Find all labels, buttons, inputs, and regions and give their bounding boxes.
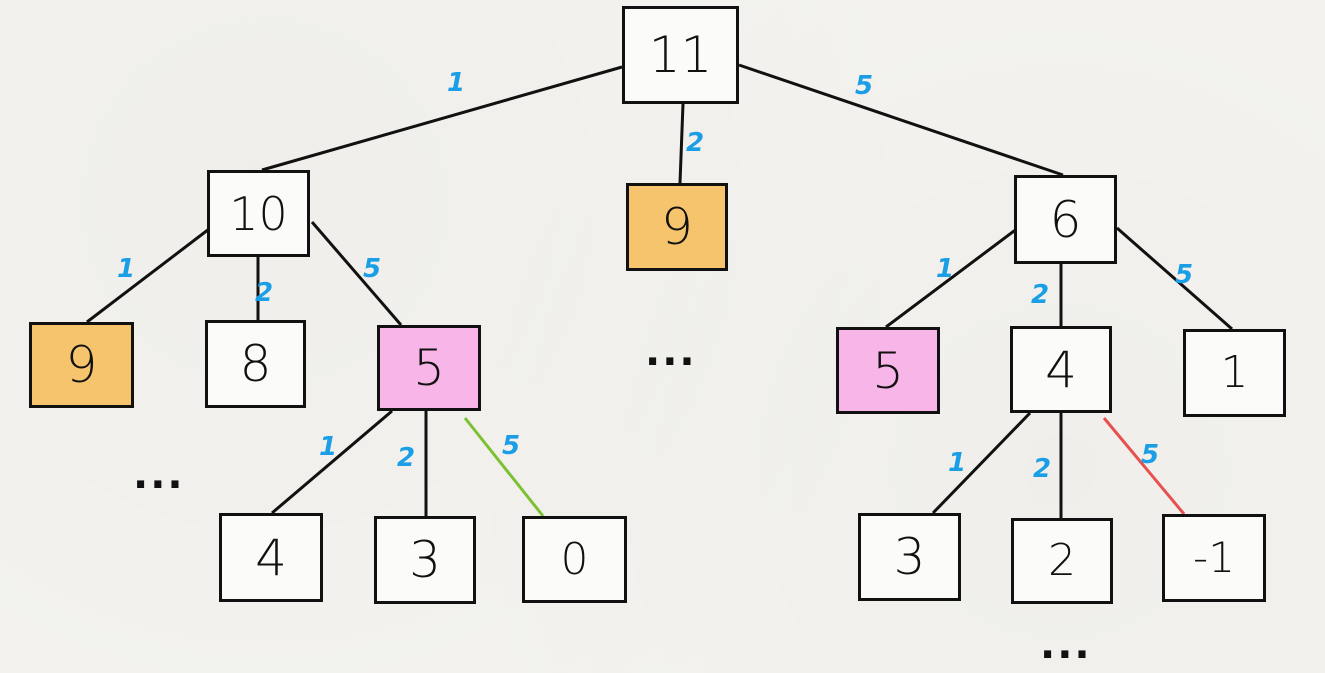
- weight-n4right-n3right: 1: [948, 448, 967, 478]
- edge-root-n6: [738, 63, 1064, 177]
- node-8: 8: [205, 320, 306, 408]
- ellipsis-bottom: ...: [1040, 622, 1092, 668]
- weight-n4right-n2right: 2: [1033, 454, 1052, 484]
- weight-root-n6: 5: [855, 71, 874, 101]
- edge-n10-n9left: [86, 224, 214, 324]
- weight-n5left-n0: 5: [502, 431, 521, 461]
- weight-n10-n8: 2: [255, 278, 274, 308]
- node-4-left: 4: [219, 513, 323, 602]
- weight-n6-n5right: 1: [936, 254, 955, 284]
- edge-n10-n5left: [310, 221, 403, 326]
- node-3-left: 3: [374, 516, 476, 604]
- ellipsis-left: ...: [133, 452, 185, 498]
- weight-n6-n4right: 2: [1031, 280, 1050, 310]
- edge-n6-n1right: [1116, 226, 1233, 331]
- weight-n6-n1right: 5: [1175, 260, 1194, 290]
- weight-root-n9mid: 2: [686, 128, 705, 158]
- node-10: 10: [207, 170, 310, 257]
- weight-n5left-n3left: 2: [397, 443, 416, 473]
- node-9-middle: 9: [626, 183, 728, 271]
- ellipsis-middle: ...: [645, 329, 697, 375]
- edge-n5left-n0: [463, 417, 545, 517]
- weight-n4right-nneg1: 5: [1141, 440, 1160, 470]
- weight-n10-n9left: 1: [117, 254, 136, 284]
- node-3-right: 3: [858, 513, 961, 601]
- node-2: 2: [1011, 518, 1113, 604]
- edge-n6-n5right: [885, 226, 1019, 329]
- node-4-right: 4: [1010, 326, 1112, 413]
- weight-n5left-n4left: 1: [319, 432, 338, 462]
- node-6: 6: [1014, 175, 1117, 264]
- node-1: 1: [1183, 329, 1286, 417]
- edge-n5left-n4left: [271, 409, 393, 515]
- node-0: 0: [522, 516, 627, 603]
- node-9-left: 9: [29, 322, 134, 408]
- node-11: 11: [622, 6, 739, 104]
- weight-root-n10: 1: [447, 68, 466, 98]
- node-5-right: 5: [836, 327, 940, 414]
- node-negative-1: -1: [1162, 514, 1266, 602]
- weight-n10-n5left: 5: [363, 254, 382, 284]
- node-5-left: 5: [377, 325, 481, 411]
- edge-root-n9mid: [678, 103, 685, 184]
- edge-root-n10: [261, 65, 623, 172]
- edge-n4right-nneg1: [1102, 417, 1186, 515]
- edge-n4right-n3right: [931, 411, 1032, 515]
